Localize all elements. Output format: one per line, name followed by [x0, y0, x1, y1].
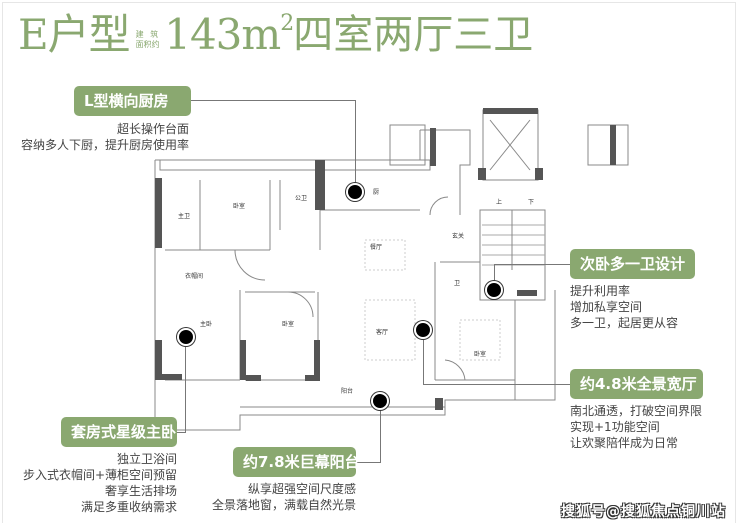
page-title: E户型 建 筑 面积约 143m2 四室两厅三卫: [18, 6, 534, 59]
callout-kitchen-desc: 超长操作台面 容纳多人下厨，提升厨房使用率: [21, 121, 189, 153]
marker-living: [416, 323, 430, 337]
callout-kitchen-line: 超长操作台面: [116, 122, 189, 136]
callout-living-title: 约4.8米全景宽厅: [570, 369, 703, 399]
room-kitchen: 厨: [373, 189, 379, 196]
marker-master: [179, 330, 193, 344]
watermark: 搜狐号@搜狐焦点铜川站: [561, 504, 726, 520]
unit-type: E户型: [18, 10, 131, 59]
room-bedroom-top: 卧室: [233, 202, 245, 210]
marker-second-bath: [487, 283, 501, 297]
callout-living-line: 让欢聚陪伴成为日常: [570, 436, 679, 450]
room-dining: 餐厅: [370, 243, 382, 251]
callout-master-line: 独立卫浴间: [116, 452, 177, 466]
room-master-bedroom: 主卧: [200, 320, 212, 328]
leader-living-v: [423, 332, 424, 384]
area-label-top: 建 筑: [135, 30, 161, 39]
leader-balcony-v: [380, 402, 381, 463]
callout-balcony-line: 纵享超强空间尺度感: [247, 482, 356, 496]
room-bath-small: 卫: [454, 280, 460, 287]
leader-balcony-h: [356, 462, 381, 463]
room-closet: 衣帽间: [185, 272, 203, 280]
room-bedroom-mid: 卧室: [282, 320, 294, 328]
layout-summary: 四室两厅三卫: [293, 12, 534, 58]
callout-kitchen-line: 容纳多人下厨，提升厨房使用率: [20, 138, 189, 152]
callout-second-bath-desc: 提升利用率 增加私享空间 多一卫，起居更从容: [570, 283, 678, 331]
callout-balcony-desc: 纵享超强空间尺度感 全景落地窗，满载自然光景: [212, 481, 356, 513]
leader-living-h: [423, 384, 570, 385]
callout-second-bath-line: 多一卫，起居更从容: [570, 316, 679, 330]
marker-kitchen: [348, 185, 362, 199]
area-number: 143m: [164, 10, 281, 59]
stairs-down-label: 下: [528, 199, 534, 206]
room-balcony: 阳台: [341, 387, 353, 395]
callout-master-line: 奢享生活排场: [104, 484, 177, 498]
callout-kitchen-title: L型横向厨房: [74, 86, 191, 116]
room-living: 客厅: [376, 328, 388, 336]
callout-living-line: 南北通透，打破空间界限: [570, 404, 703, 418]
leader-kitchen-h: [191, 100, 356, 101]
callout-master-desc: 独立卫浴间 步入式衣帽间+薄柜空间预留 奢享生活排场 满足多重收纳需求: [23, 451, 177, 515]
area-label-bottom: 面积约: [135, 40, 160, 49]
room-entry: 玄关: [452, 232, 464, 240]
room-bedroom-right: 卧室: [474, 350, 486, 358]
callout-second-bath-title: 次卧多一卫设计: [570, 249, 695, 279]
marker-balcony: [373, 394, 387, 408]
callout-living-line: 实现+1功能空间: [570, 420, 660, 434]
area-label: 建 筑 面积约: [136, 30, 161, 50]
callout-second-bath-line: 提升利用率: [570, 284, 631, 298]
leader-kitchen-v: [355, 100, 356, 192]
leader-bath-v: [494, 264, 495, 290]
stairs-up-label: 上: [496, 198, 502, 206]
leader-master-h: [177, 432, 186, 433]
area-superscript: 2: [280, 11, 294, 36]
room-master-bath: 主卫: [178, 212, 190, 220]
callout-balcony-title: 约7.8米巨幕阳台: [233, 447, 360, 477]
callout-second-bath-line: 增加私享空间: [570, 300, 643, 314]
callout-master-line: 步入式衣帽间+薄柜空间预留: [22, 468, 177, 482]
callout-master-line: 满足多重收纳需求: [80, 500, 177, 514]
callout-master-title: 套房式星级主卧: [61, 417, 177, 447]
area-value: 143m2: [164, 10, 294, 59]
leader-master-v: [185, 338, 186, 433]
room-public-bath: 公卫: [295, 195, 307, 202]
callout-living-desc: 南北通透，打破空间界限 实现+1功能空间 让欢聚陪伴成为日常: [570, 403, 702, 451]
leader-bath-h: [494, 264, 570, 265]
callout-balcony-line: 全景落地窗，满载自然光景: [211, 498, 356, 512]
